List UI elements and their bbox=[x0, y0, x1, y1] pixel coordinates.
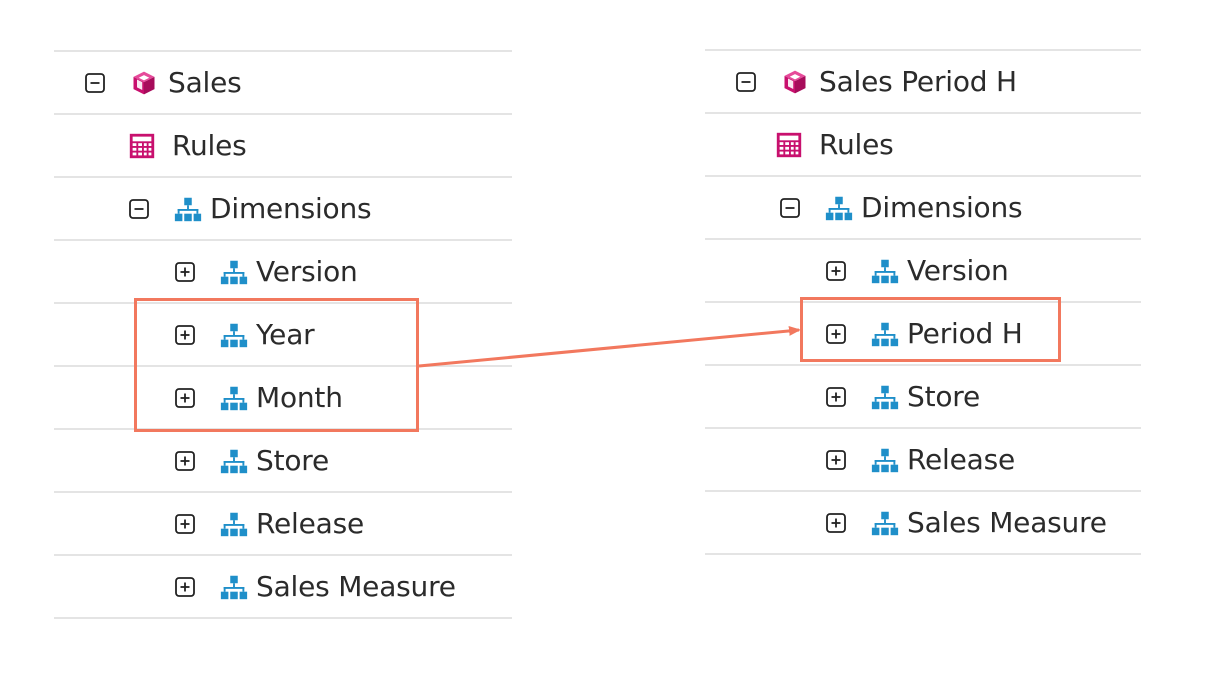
dimension-hierarchy-icon bbox=[218, 445, 250, 477]
tree-node-dimension[interactable]: Sales Measure bbox=[54, 556, 512, 619]
dimension-label: Release bbox=[256, 506, 365, 540]
tree-node-rules[interactable]: Rules bbox=[705, 114, 1141, 177]
source-cube-tree: Sales Rules Dimensions Version Year bbox=[54, 50, 512, 619]
dimension-hierarchy-icon bbox=[218, 571, 250, 603]
dimension-label: Sales Measure bbox=[256, 569, 456, 603]
collapse-icon[interactable] bbox=[735, 71, 757, 93]
expand-icon[interactable] bbox=[825, 260, 847, 282]
tree-node-dimension[interactable]: Period H bbox=[705, 303, 1141, 366]
dimension-hierarchy-icon bbox=[869, 444, 901, 476]
tree-node-cube[interactable]: Sales Period H bbox=[705, 51, 1141, 114]
cube-icon bbox=[779, 66, 811, 98]
tree-node-cube[interactable]: Sales bbox=[54, 52, 512, 115]
expand-icon[interactable] bbox=[174, 576, 196, 598]
tree-node-rules[interactable]: Rules bbox=[54, 115, 512, 178]
dimension-hierarchy-icon bbox=[869, 381, 901, 413]
dimension-label: Release bbox=[907, 442, 1016, 476]
dimensions-label: Dimensions bbox=[210, 191, 372, 225]
dimension-hierarchy-icon bbox=[218, 508, 250, 540]
dimension-hierarchy-icon bbox=[218, 319, 250, 351]
rules-calculator-icon bbox=[126, 130, 158, 162]
tree-divider bbox=[705, 49, 1141, 51]
tree-divider bbox=[54, 50, 512, 52]
dimension-hierarchy-icon bbox=[869, 507, 901, 539]
expand-icon[interactable] bbox=[825, 323, 847, 345]
dimension-hierarchy-icon bbox=[823, 192, 855, 224]
tree-node-dimensions[interactable]: Dimensions bbox=[54, 178, 512, 241]
tree-node-dimension[interactable]: Release bbox=[705, 429, 1141, 492]
dimension-hierarchy-icon bbox=[218, 382, 250, 414]
collapse-icon[interactable] bbox=[84, 72, 106, 94]
expand-icon[interactable] bbox=[174, 261, 196, 283]
tree-node-dimension[interactable]: Sales Measure bbox=[705, 492, 1141, 555]
dimension-label: Month bbox=[256, 380, 343, 414]
target-cube-tree: Sales Period H Rules Dimensions Version … bbox=[705, 49, 1141, 555]
expand-icon[interactable] bbox=[174, 513, 196, 535]
collapse-icon[interactable] bbox=[779, 197, 801, 219]
expand-icon[interactable] bbox=[825, 386, 847, 408]
dimension-label: Period H bbox=[907, 316, 1023, 350]
dimension-label: Version bbox=[907, 253, 1009, 287]
dimension-label: Sales Measure bbox=[907, 505, 1107, 539]
expand-icon[interactable] bbox=[825, 449, 847, 471]
dimension-label: Store bbox=[907, 379, 981, 413]
rules-calculator-icon bbox=[773, 129, 805, 161]
cube-label: Sales bbox=[168, 65, 242, 99]
tree-node-dimension[interactable]: Version bbox=[705, 240, 1141, 303]
expand-icon[interactable] bbox=[174, 324, 196, 346]
tree-node-dimensions[interactable]: Dimensions bbox=[705, 177, 1141, 240]
dimension-hierarchy-icon bbox=[869, 255, 901, 287]
dimensions-label: Dimensions bbox=[861, 190, 1023, 224]
collapse-icon[interactable] bbox=[128, 198, 150, 220]
cube-label: Sales Period H bbox=[819, 64, 1017, 98]
dimension-hierarchy-icon bbox=[172, 193, 204, 225]
tree-node-dimension[interactable]: Store bbox=[54, 430, 512, 493]
expand-icon[interactable] bbox=[174, 387, 196, 409]
dimension-label: Store bbox=[256, 443, 330, 477]
expand-icon[interactable] bbox=[825, 512, 847, 534]
dimension-label: Year bbox=[256, 317, 315, 351]
tree-node-dimension[interactable]: Year bbox=[54, 304, 512, 367]
dimension-label: Version bbox=[256, 254, 358, 288]
tree-node-dimension[interactable]: Release bbox=[54, 493, 512, 556]
rules-label: Rules bbox=[172, 128, 247, 162]
tree-node-dimension[interactable]: Version bbox=[54, 241, 512, 304]
dimension-hierarchy-icon bbox=[869, 318, 901, 350]
rules-label: Rules bbox=[819, 127, 894, 161]
dimension-hierarchy-icon bbox=[218, 256, 250, 288]
expand-icon[interactable] bbox=[174, 450, 196, 472]
tree-node-dimension[interactable]: Store bbox=[705, 366, 1141, 429]
tree-node-dimension[interactable]: Month bbox=[54, 367, 512, 430]
cube-icon bbox=[128, 67, 160, 99]
